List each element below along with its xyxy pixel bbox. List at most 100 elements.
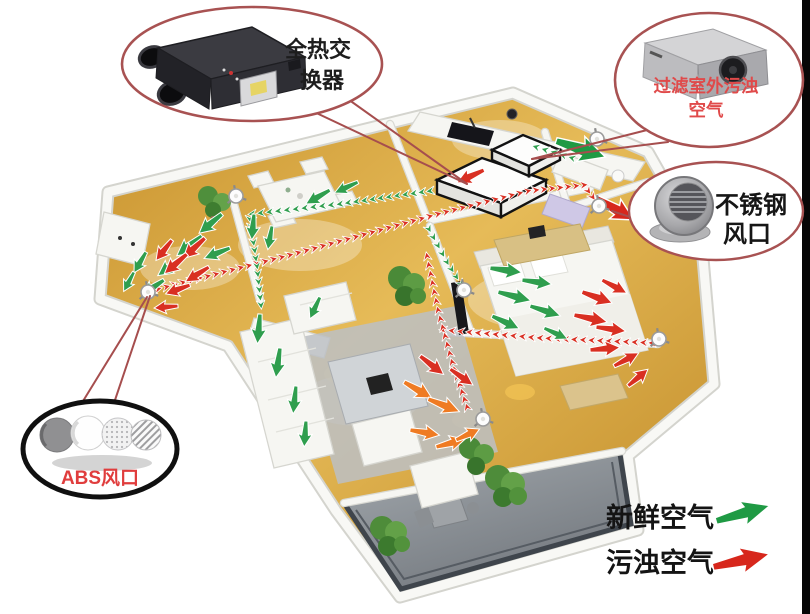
duct-chevron [226,266,238,276]
duct-chevron [567,154,578,164]
duct-chevron [160,283,172,293]
polluted-air-arrow [711,546,772,575]
duct-chevron [448,357,458,368]
duct-chevron [499,330,510,341]
duct-chevron [554,183,566,193]
duct-chevron [562,182,574,192]
kitchen-pot [506,108,518,120]
filter-label-line2: 空气 [689,100,724,120]
flow-arrow [333,179,360,195]
callout-abs-vent: ABS风口 [20,398,180,500]
table-tray [366,373,393,395]
duct-chevron [284,251,295,261]
flow-arrow [249,313,268,345]
duct-chevron [481,197,493,208]
balcony-deck [346,454,631,589]
steel-vent-photo [649,176,714,243]
dining-chair [299,156,329,175]
flow-arrow [490,313,521,330]
duct-chevron [290,203,302,214]
duct-chevron [526,332,537,343]
flow-arrow [496,287,532,306]
flow-arrow [595,320,627,338]
flow-arrow [182,235,208,260]
duct-chevron [358,231,369,241]
duct-chevron [456,204,468,214]
duct-chevron [407,217,419,227]
duct-chevron [431,239,441,250]
duct-chevron [210,270,221,280]
duct-chevron [522,187,533,197]
flow-arrow [448,366,474,386]
duct-chevron [448,206,460,216]
bed-bench [559,373,629,411]
living-room [239,281,498,509]
kitchen-sink [447,122,494,146]
duct-chevron [374,226,386,236]
duct-chevron [201,272,213,282]
duct-chevron [218,268,230,278]
right-edge-bar [802,0,810,614]
duct-chevron [489,195,501,206]
duct-chevron [497,193,509,204]
duct-chevron [546,184,558,194]
legend-arrows [711,500,772,575]
duct-chevron [455,327,466,337]
flow-arrow [580,288,614,307]
toilet [611,169,625,183]
duct-chevron [415,215,427,225]
duct-chevron [325,240,337,250]
duct-chevron [445,262,455,274]
leader-line [344,96,468,185]
duct-chevron [430,287,440,298]
duct-chevron [255,207,267,218]
flow-arrow [426,396,461,414]
fresh-air-arrow [714,500,772,528]
duct-chevron [446,348,456,360]
duct-chevron [612,336,623,347]
interior-wall [231,201,263,303]
duct-chevron [333,237,345,248]
air-vent [589,195,610,214]
duct-chevron [531,143,542,153]
duct-chevron [461,394,471,406]
abs-vent-label: ABS风口 [61,467,139,489]
duct-chevron [251,260,262,272]
duct-chevron [434,305,444,316]
flow-arrow [155,238,175,262]
heat-exchanger-photo [137,26,308,110]
duct-chevron [384,191,395,201]
interior-wall [565,179,651,211]
duct-chevron [423,251,433,262]
heat-exchanger-label-line2: 换器 [300,68,345,93]
flow-arrow [286,385,303,415]
flow-arrow [308,295,323,320]
duct-chevron [464,327,475,338]
leader-line [531,141,669,160]
duct-chevron [570,181,582,192]
plant [388,266,426,306]
duct-chevron [273,205,284,216]
abs-vents-photo [39,415,162,471]
duct-chevron [432,296,442,307]
duct-chevron [436,313,447,325]
duct-chevron [505,191,517,201]
duct-chevron [534,333,546,343]
duct-chevron [638,338,649,348]
flow-arrow [572,309,609,328]
steel-vent-label-line1: 不锈钢 [715,192,787,219]
duct-chevron [463,402,473,413]
duct-chevron [255,291,265,303]
duct-chevron [508,331,519,341]
callout-steel-vent: 不锈钢 风口 [627,160,805,262]
flow-arrow [203,245,232,261]
bed-blanket [498,294,648,376]
flow-arrow [418,353,445,376]
duct-chevron [586,190,596,202]
duct-chevron [326,199,337,210]
flow-arrow [600,277,628,294]
callout-heat-exchanger: 全热交 换器 [120,5,384,123]
air-vent [649,328,670,347]
